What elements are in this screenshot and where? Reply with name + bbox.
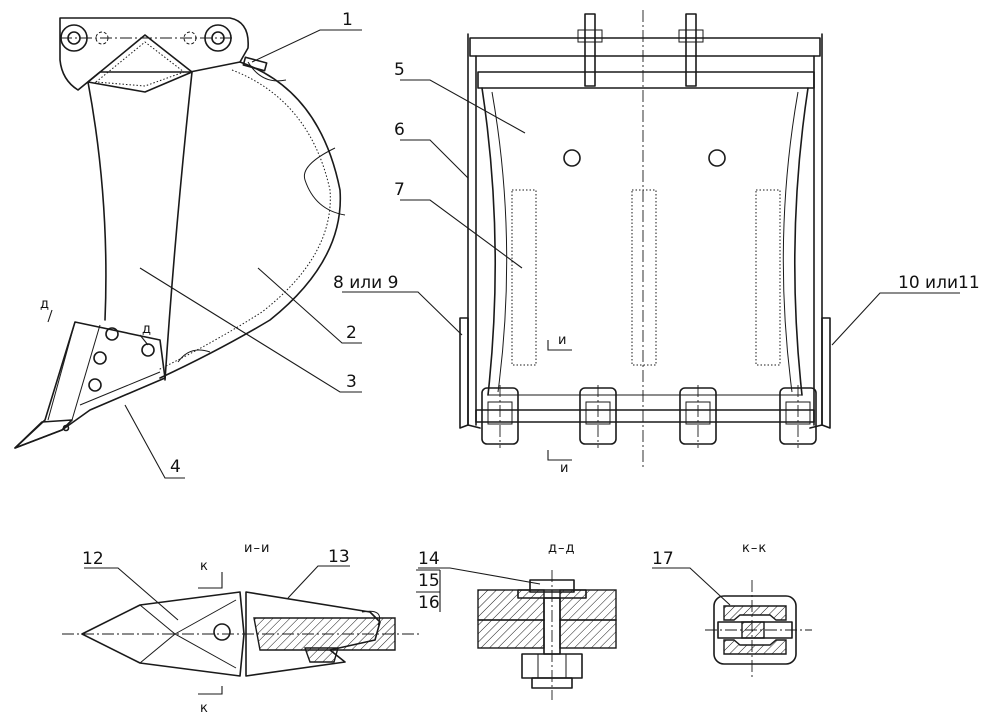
bolt-3 (88, 378, 102, 392)
section-ii: и–и к к 12 13 (62, 541, 420, 716)
label-3: 3 (346, 372, 357, 392)
label-17: 17 (652, 549, 674, 569)
leader-1 (251, 29, 362, 63)
rib-arc (303, 147, 346, 216)
leader-8 (342, 291, 463, 336)
section-mark-i-top: и (558, 333, 567, 348)
label-5: 5 (394, 60, 405, 80)
section-mark-i-bottom: и (560, 461, 569, 476)
washer (531, 677, 573, 689)
bolt-2 (93, 351, 107, 365)
bucket-back-curve (159, 61, 342, 379)
section-title-dd: д–д (548, 541, 575, 556)
section-mark-d-right: д (142, 322, 152, 337)
side-wall-left (467, 33, 481, 429)
section-title-kk: к–к (742, 541, 767, 556)
side-cutter-right (821, 317, 831, 429)
section-dd: д–д 14 15 16 (416, 541, 617, 700)
label-14: 14 (418, 549, 440, 569)
top-beam (469, 37, 821, 57)
adapter-shank-section (253, 617, 396, 651)
label-1: 1 (342, 10, 353, 30)
hidden-strip-3 (755, 189, 781, 366)
section-kk: к–к 17 (652, 541, 812, 680)
section-mark-k-top: к (200, 559, 209, 574)
plate-bottom-right (559, 619, 617, 649)
inner-side-right (793, 87, 809, 396)
leader-12 (84, 567, 179, 621)
hinge-lug-outline (59, 17, 249, 91)
tooth-1 (481, 385, 519, 448)
pin-hole (213, 623, 231, 641)
label-13: 13 (328, 547, 350, 567)
front-view: и и 5 6 7 8 или 9 10 или11 (333, 10, 980, 476)
bolt-1 (105, 327, 119, 341)
tooth-adapter (14, 321, 166, 449)
hidden-strip-2 (631, 189, 657, 366)
hidden-strip-1 (511, 189, 537, 366)
label-15: 15 (418, 571, 440, 591)
bolt-4 (141, 343, 155, 357)
label-8-or-9: 8 или 9 (333, 273, 398, 293)
section-mark-k-bottom: к (200, 701, 209, 716)
label-10-or-11: 10 или11 (898, 273, 980, 293)
leader-14 (418, 567, 541, 585)
kk-upper-section (723, 605, 787, 621)
label-2: 2 (346, 323, 357, 343)
top-lug-left (584, 13, 596, 87)
kk-retainer (741, 621, 765, 639)
section-title-ii: и–и (244, 541, 270, 556)
side-view: д д 1 2 3 4 (14, 10, 362, 479)
plate-hole-right (708, 149, 726, 167)
top-lug-right (685, 13, 697, 87)
cutting-edge (475, 409, 815, 423)
plate-top-left (477, 589, 545, 621)
leader-6 (400, 139, 469, 179)
section-mark-d-left: д (40, 297, 50, 312)
kk-outer (713, 595, 797, 665)
label-4: 4 (170, 457, 181, 477)
leader-13 (287, 565, 350, 599)
leader-10 (831, 292, 960, 346)
leader-5 (400, 79, 526, 134)
leader-4 (124, 404, 185, 479)
top-gusset (87, 34, 193, 93)
tooth-2 (579, 385, 617, 448)
leader-17 (652, 567, 731, 606)
plate-top-right (559, 589, 617, 621)
tooth-3 (679, 385, 717, 448)
label-12: 12 (82, 549, 104, 569)
bucket-front-edge (87, 81, 107, 321)
side-wall-right (809, 33, 823, 429)
side-cutter-left (459, 317, 469, 429)
label-6: 6 (394, 120, 405, 140)
tooth-tip (14, 419, 73, 449)
leader-7 (400, 199, 523, 269)
plate-hole-left (563, 149, 581, 167)
inner-side-left (481, 87, 497, 396)
kk-lower-section (723, 639, 787, 655)
teeth-row (481, 385, 817, 448)
bolt-head (529, 579, 575, 593)
label-16: 16 (418, 593, 440, 613)
leader-3 (139, 267, 362, 393)
plate-bottom-left (477, 619, 545, 649)
tooth-4 (779, 385, 817, 448)
leader-2 (257, 267, 362, 344)
label-7: 7 (394, 180, 405, 200)
